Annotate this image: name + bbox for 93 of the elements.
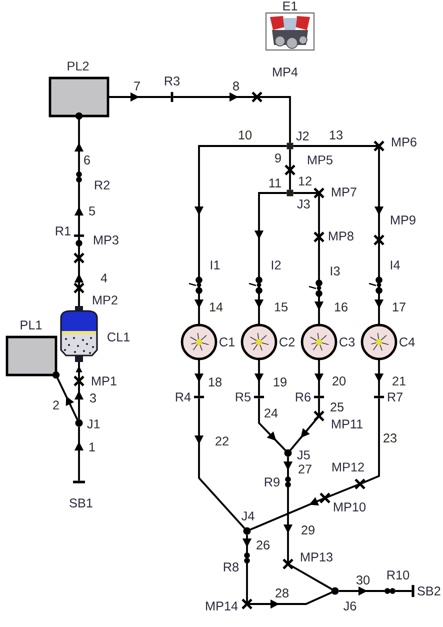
component-label: MP3: [94, 236, 118, 244]
pipe-number: 7: [134, 82, 140, 90]
pipe-number: 26: [256, 540, 270, 550]
component-label: MP2: [92, 296, 118, 304]
pipe-number: 20: [332, 376, 346, 386]
component-label: SB1: [70, 498, 92, 508]
pipe-number: 18: [208, 378, 222, 386]
pipe-number: 23: [384, 434, 396, 442]
component-label: R8: [224, 562, 239, 572]
component-label: J1: [87, 420, 100, 428]
component-label: R10: [387, 570, 410, 580]
pipe-number: 19: [274, 378, 286, 386]
pipe-number: 14: [210, 302, 223, 312]
pipe-number: 21: [392, 376, 406, 386]
pipe-number: 12: [298, 176, 312, 186]
pipe-line: [364, 398, 380, 483]
pipe-number: 6: [84, 156, 90, 164]
component-label: R7: [388, 392, 402, 402]
pipe-line: [378, 244, 380, 276]
component-label: J4: [242, 512, 254, 520]
pipe-number: 4: [100, 274, 108, 282]
pipe-line: [318, 398, 320, 412]
component-label: J2: [296, 132, 309, 140]
component-label: E1: [283, 2, 298, 10]
arrow: [258, 398, 286, 451]
component-label: MP1: [92, 376, 116, 386]
pipe-number: 9: [275, 154, 281, 162]
pipe-number: 11: [269, 178, 281, 188]
component-label: C3: [340, 338, 355, 346]
component-label: MP11: [332, 420, 362, 428]
component-label: R3: [164, 76, 180, 86]
pipe-number: 1: [89, 442, 95, 452]
component-label: R5: [236, 392, 251, 402]
pipe-line: [318, 242, 320, 280]
pipe-line: [246, 564, 248, 600]
component-label: C2: [280, 338, 294, 346]
component-label: MP12: [332, 462, 364, 472]
component-label: R2: [94, 180, 110, 190]
pipe-number: 13: [330, 130, 342, 140]
pipe-number: 10: [238, 130, 252, 140]
component-label: R9: [264, 478, 280, 486]
component-label: J3: [297, 200, 310, 208]
component-label: MP9: [390, 216, 416, 224]
pipe-number: 25: [330, 402, 344, 412]
component-label: MP4: [273, 68, 298, 76]
component-label: I4: [390, 260, 400, 270]
pipe-line: [78, 246, 80, 254]
arrow: [290, 420, 316, 451]
component-label: J5: [297, 450, 310, 460]
pipe-number: 15: [274, 302, 288, 312]
pipe-line: [292, 566, 332, 590]
component-label: C1: [220, 338, 234, 346]
pipe-number: 17: [392, 302, 406, 312]
pipe-line: [318, 198, 320, 232]
component-label: R1: [56, 226, 70, 236]
component-label: MP14: [206, 602, 238, 610]
component-label: R6: [296, 392, 310, 402]
component-label: I1: [210, 260, 220, 270]
pipe-number: 3: [90, 394, 96, 402]
component-label: PL1: [20, 320, 42, 330]
component-label: I2: [272, 260, 281, 270]
pipe-number: 16: [334, 302, 348, 312]
component-label: J6: [344, 602, 356, 610]
component-label: MP10: [334, 502, 366, 512]
component-label: I3: [330, 266, 340, 276]
component-label: R4: [176, 392, 191, 402]
pipe-line: [293, 192, 314, 194]
pipe-line: [262, 96, 291, 143]
component-label: SB2: [418, 586, 440, 596]
pipe-number: 27: [298, 464, 312, 474]
component-label: MP13: [300, 552, 332, 562]
pipe-number: 22: [216, 436, 228, 446]
pipe-line: [293, 145, 374, 147]
pipe-line: [329, 484, 356, 498]
component-label: MP8: [328, 232, 354, 240]
component-label: MP6: [392, 138, 416, 146]
pipe-number: 28: [276, 588, 288, 598]
component-label: PL2: [68, 62, 89, 70]
pipe-number: 2: [53, 400, 59, 410]
pipe-number: 24: [264, 408, 278, 418]
pipe-line: [78, 292, 80, 306]
component-label: C4: [400, 338, 415, 346]
pipe-line: [396, 590, 412, 592]
pipe-number: 5: [88, 206, 95, 216]
pipe-number: 29: [302, 526, 314, 534]
pipe-line: [289, 174, 291, 190]
pipe-line: [289, 149, 291, 166]
pipe-number: 8: [233, 82, 239, 90]
pipe-number: 30: [356, 576, 370, 584]
component-label: CL1: [108, 332, 130, 342]
arrow: [55, 374, 78, 420]
component-label: MP7: [332, 188, 356, 196]
component-label: MP5: [308, 156, 332, 164]
